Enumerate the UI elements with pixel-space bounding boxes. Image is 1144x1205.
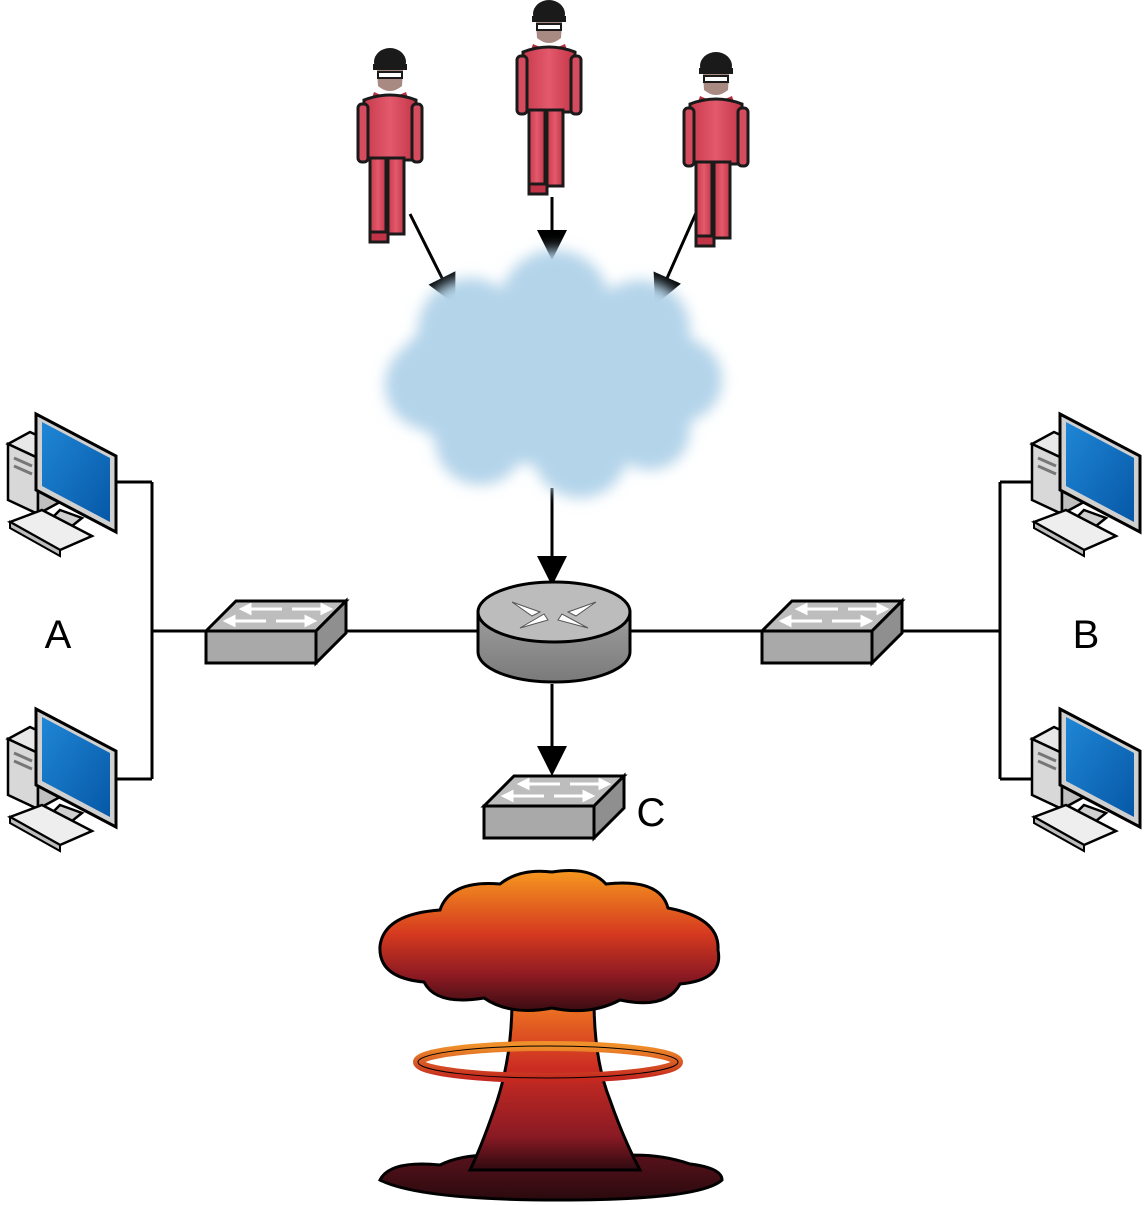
switch-icon (760, 599, 904, 665)
computer-icon (6, 707, 118, 853)
computer-icon (1030, 707, 1142, 853)
attack-arrows (408, 197, 702, 776)
attacker-icon (515, 0, 583, 196)
mushroom-cloud-icon (377, 869, 724, 1202)
segment-a-label: A (45, 613, 72, 657)
switch-icon (204, 599, 348, 665)
internet-cloud-icon (385, 250, 722, 498)
segment-b-label: B (1073, 613, 1100, 657)
segment-c-label: C (637, 791, 666, 835)
computer-icon (1030, 412, 1142, 558)
switch-icon (482, 774, 626, 840)
computer-icon (6, 412, 118, 558)
arrow-attacker-left (408, 213, 456, 305)
arrow-attacker-right (653, 203, 702, 305)
network-links (116, 480, 1036, 781)
router-icon (476, 580, 632, 684)
attacker-icon (356, 46, 424, 244)
